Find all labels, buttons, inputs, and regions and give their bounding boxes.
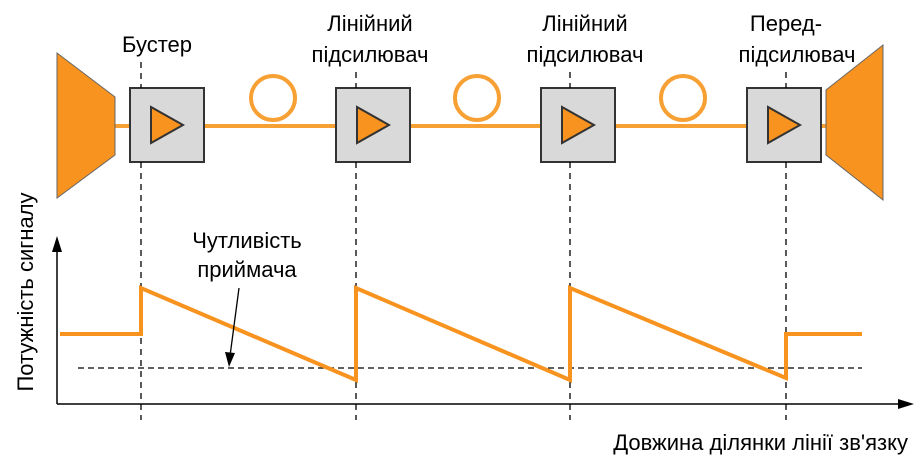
label-preamp-b: підсилювач (739, 42, 856, 67)
amplifier-icon (767, 105, 803, 145)
x-axis-label: Довжина ділянки лінії зв'язку (613, 430, 908, 455)
label-sensitivity-a: Чутливість (192, 228, 302, 253)
label-line-amp-1-b: підсилювач (312, 42, 429, 67)
sensitivity-pointer-head (225, 352, 235, 367)
amplifier-icon (356, 105, 392, 145)
label-sensitivity-b: приймача (197, 257, 297, 282)
label-line-amp-2-b: підсилювач (527, 42, 644, 67)
amplifier-preamp (746, 87, 822, 163)
label-line-amp-1-a: Лінійний (327, 11, 412, 36)
amplifier-icon (561, 105, 597, 145)
fiber-loop-icon (659, 74, 707, 122)
label-preamp-a: Перед- (750, 11, 822, 36)
fiber-loop-icon (249, 74, 297, 122)
amplifier-line-2 (540, 87, 616, 163)
fiber-loop-icon (453, 74, 501, 122)
amplifier-booster (129, 87, 205, 163)
signal-power-profile (60, 284, 862, 384)
label-booster: Бустер (122, 32, 192, 57)
x-axis-arrow (898, 399, 914, 409)
y-axis-label: Потужність сигналу (13, 192, 38, 391)
transmitter-icon (56, 51, 116, 199)
amplifier-icon (150, 105, 186, 145)
amplifier-line-1 (335, 87, 411, 163)
receiver-icon (825, 43, 884, 202)
label-line-amp-2-a: Лінійний (542, 11, 627, 36)
sensitivity-pointer (229, 287, 240, 357)
y-axis-arrow (52, 236, 62, 252)
